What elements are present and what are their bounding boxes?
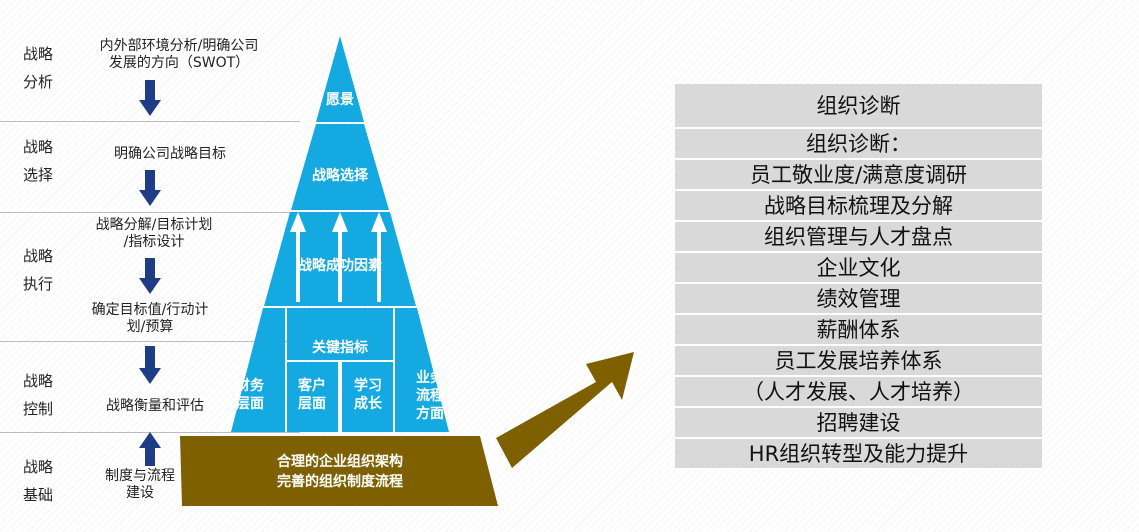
panel-item: 员工敬业度/满意度调研 bbox=[675, 160, 1042, 191]
pyramid-finance-label: 财务 bbox=[235, 377, 265, 394]
step-target-values: 确定目标值/行动计 划/预算 bbox=[70, 302, 230, 336]
panel-item: 战略目标梳理及分解 bbox=[675, 191, 1042, 222]
step-measurement: 战略衡量和评估 bbox=[80, 398, 230, 415]
up-arrow-icon bbox=[332, 212, 348, 302]
panel-item: 企业文化 bbox=[675, 253, 1042, 284]
stage-label-execution: 战略 执行 bbox=[14, 242, 62, 298]
pyramid-customer-label: 层面 bbox=[298, 396, 326, 412]
up-arrow-icon bbox=[371, 212, 387, 302]
step-text: 制度与流程 bbox=[105, 468, 175, 484]
stage-row-choice bbox=[0, 121, 300, 213]
pyramid-learning-label: 成长 bbox=[354, 395, 383, 412]
pyramid-kpi-label: 关键指标 bbox=[312, 339, 368, 356]
stage-label-text: 战略 bbox=[22, 458, 53, 476]
panel-item: 组织诊断： bbox=[675, 129, 1042, 160]
panel-item: 薪酬体系 bbox=[675, 315, 1042, 346]
pyramid-finance-label: 层面 bbox=[236, 396, 264, 412]
stage-label-text: 基础 bbox=[22, 486, 53, 504]
stage-label-control: 战略 控制 bbox=[14, 367, 62, 423]
pyramid-strategy-choice-label: 战略选择 bbox=[312, 167, 369, 184]
stage-label-text: 执行 bbox=[22, 275, 53, 293]
up-arrow-icon bbox=[139, 432, 161, 466]
up-arrow-icon bbox=[290, 212, 306, 302]
stage-label-text: 分析 bbox=[22, 73, 53, 91]
pyramid-vision-label: 愿景 bbox=[326, 92, 354, 108]
step-decomposition: 战略分解/目标计划 /指标设计 bbox=[74, 217, 234, 251]
step-strategy-goal: 明确公司战略目标 bbox=[80, 146, 260, 163]
pyramid-section-process bbox=[395, 308, 449, 432]
org-diagnosis-panel: 组织诊断 组织诊断： 员工敬业度/满意度调研 战略目标梳理及分解 组织管理与人才… bbox=[675, 84, 1042, 470]
strategy-pyramid: 愿景 战略选择 战略成功因素 关键指标 财务 层面 客户 层面 学习 成长 业务… bbox=[180, 36, 634, 506]
down-arrow-icon bbox=[139, 258, 161, 294]
pyramid-section-finance bbox=[231, 308, 285, 432]
down-arrow-icon bbox=[139, 170, 161, 206]
pyramid-process-label: 流程 bbox=[416, 387, 444, 404]
pyramid-success-factors-label: 战略成功因素 bbox=[298, 257, 382, 274]
pyramid-kpi-panel bbox=[287, 308, 393, 360]
down-arrow-icon bbox=[139, 346, 161, 384]
step-text: 确定目标值/行动计 bbox=[91, 302, 209, 318]
panel-item: （人才发展、人才培养） bbox=[675, 377, 1042, 408]
panel-item: HR组织转型及能力提升 bbox=[675, 439, 1042, 470]
panel-title: 组织诊断 bbox=[675, 84, 1042, 129]
panel-item: 绩效管理 bbox=[675, 284, 1042, 315]
pyramid-section-customer bbox=[287, 362, 338, 432]
panel-item: 招聘建设 bbox=[675, 408, 1042, 439]
pyramid-base bbox=[180, 436, 498, 506]
stage-row-execution bbox=[0, 212, 300, 342]
stage-label-text: 选择 bbox=[22, 166, 53, 184]
panel-item: 组织管理与人才盘点 bbox=[675, 222, 1042, 253]
step-text: 发展的方向（SWOT） bbox=[108, 55, 250, 71]
pyramid-process-label: 方面 bbox=[416, 405, 444, 422]
step-text: 战略分解/目标计划 bbox=[95, 217, 213, 233]
step-system-process: 制度与流程 建设 bbox=[90, 468, 190, 502]
stage-label-text: 控制 bbox=[22, 400, 53, 418]
stage-row-analysis bbox=[0, 0, 300, 122]
pyramid-tier-strategy-choice bbox=[291, 124, 389, 210]
stage-label-text: 战略 bbox=[22, 45, 53, 63]
step-text: 内外部环境分析/明确公司 bbox=[99, 38, 259, 54]
panel-item: 员工发展培养体系 bbox=[675, 346, 1042, 377]
pyramid-base-label: 合理的企业组织架构 bbox=[277, 453, 403, 470]
stage-label-text: 战略 bbox=[22, 247, 53, 265]
step-environment-analysis: 内外部环境分析/明确公司 发展的方向（SWOT） bbox=[74, 38, 284, 72]
pyramid-customer-label: 客户 bbox=[297, 377, 326, 394]
pyramid-base-label: 完善的组织制度流程 bbox=[277, 473, 403, 490]
stage-label-analysis: 战略 分析 bbox=[14, 40, 62, 96]
stage-label-text: 战略 bbox=[22, 372, 53, 390]
stage-label-choice: 战略 选择 bbox=[14, 133, 62, 189]
step-text: /指标设计 bbox=[123, 234, 185, 250]
step-text: 明确公司战略目标 bbox=[114, 146, 226, 162]
stage-label-foundation: 战略 基础 bbox=[14, 453, 62, 509]
pyramid-section-learning bbox=[342, 362, 393, 432]
step-text: 建设 bbox=[126, 485, 154, 501]
pyramid-process-label: 业务 bbox=[416, 369, 445, 386]
step-text: 战略衡量和评估 bbox=[106, 398, 204, 414]
down-arrow-icon bbox=[139, 80, 161, 116]
diagonal-arrow-icon bbox=[496, 352, 634, 468]
step-text: 划/预算 bbox=[126, 319, 174, 335]
stage-label-text: 战略 bbox=[22, 138, 53, 156]
pyramid-tier-vision bbox=[316, 36, 364, 122]
pyramid-learning-label: 学习 bbox=[354, 377, 382, 394]
